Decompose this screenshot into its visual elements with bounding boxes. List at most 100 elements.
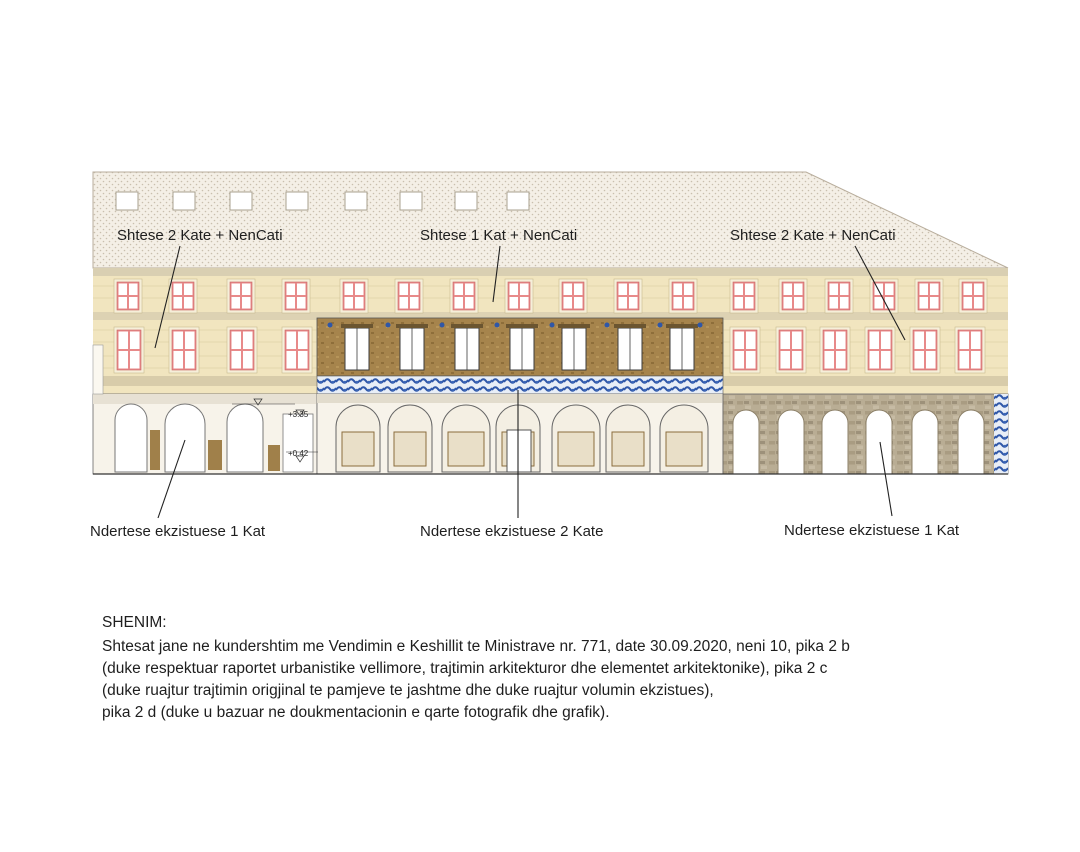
window-pane [118, 297, 127, 309]
window-pane [783, 297, 792, 309]
window-pane [734, 283, 743, 295]
window-pane [930, 297, 939, 309]
window-pane [824, 331, 834, 349]
window-pane [971, 351, 981, 369]
window-pane [836, 331, 846, 349]
window-pane [629, 297, 638, 309]
window-pane [885, 283, 894, 295]
window-pane [410, 283, 419, 295]
facade-elevation-drawing: +3.35 +0.42 Shtese 2 Kate + NenCati Shte… [90, 171, 1009, 540]
window-pane [243, 331, 253, 349]
window-pane [465, 297, 474, 309]
window-pane [454, 297, 463, 309]
label-existing-left: Ndertese ekzistuese 1 Kat [90, 523, 266, 540]
window-pane [824, 351, 834, 369]
label-existing-center: Ndertese ekzistuese 2 Kate [420, 523, 603, 540]
central-window-lintel [558, 324, 590, 328]
central-door [506, 429, 532, 473]
window-pane [231, 351, 241, 369]
window-pane [881, 351, 891, 369]
window-pane [783, 283, 792, 295]
window-pane [563, 297, 572, 309]
arch-infill [393, 431, 427, 467]
label-addition-center: Shtese 1 Kat + NenCati [420, 227, 577, 244]
window-pane [869, 331, 879, 349]
ornament [604, 322, 610, 328]
window-pane [118, 283, 127, 295]
ground-floor-center [316, 393, 724, 475]
window-pane [286, 297, 295, 309]
window-pane [919, 283, 928, 295]
window-pane [509, 283, 518, 295]
window-pane [355, 283, 364, 295]
window-pane [298, 331, 308, 349]
window-pane [840, 297, 849, 309]
level-markers: +3.35 +0.42 [232, 398, 318, 463]
window-pane [746, 331, 756, 349]
roof-skylight [172, 191, 196, 211]
window-pane [173, 297, 182, 309]
window-pane [792, 351, 802, 369]
window-pane [410, 297, 419, 309]
label-existing-right: Ndertese ekzistuese 1 Kat [784, 522, 960, 539]
arch [114, 403, 148, 473]
roof-skylight [506, 191, 530, 211]
label-addition-right: Shtese 2 Kate + NenCati [730, 227, 896, 244]
roof [92, 171, 1009, 269]
window-pane [129, 297, 138, 309]
arch [732, 409, 760, 475]
note-block: SHENIM: Shtesat jane ne kundershtim me V… [102, 612, 1022, 724]
leader-lines [154, 245, 906, 519]
window-pane [399, 283, 408, 295]
door [282, 413, 314, 473]
window-pane [231, 331, 241, 349]
window-pane [734, 331, 744, 349]
window-pane [563, 283, 572, 295]
window-pane [344, 297, 353, 309]
window-pane [684, 283, 693, 295]
window-pane [971, 331, 981, 349]
window-pane [355, 297, 364, 309]
window-pane [963, 297, 972, 309]
window-pane [684, 297, 693, 309]
window-pane [974, 297, 983, 309]
window-pane [574, 283, 583, 295]
window-pane [286, 351, 296, 369]
window-pane [509, 297, 518, 309]
arch-infill [665, 431, 703, 467]
window-pane [465, 283, 474, 295]
window-pane [629, 283, 638, 295]
arch [911, 409, 939, 475]
window-pane [618, 297, 627, 309]
arch-infill [341, 431, 375, 467]
roof-skylight [344, 191, 368, 211]
window-pane [780, 351, 790, 369]
roof-skylight [115, 191, 139, 211]
window-pane [974, 283, 983, 295]
arch-infill [611, 431, 645, 467]
window-pane [118, 351, 128, 369]
level-marker-lower: +0.42 [288, 449, 309, 458]
window-pane [173, 331, 183, 349]
window-pane [914, 331, 924, 349]
ornament [494, 322, 500, 328]
window-pane [129, 283, 138, 295]
window-pane [231, 297, 240, 309]
roof-skylight [454, 191, 478, 211]
window-pane [963, 283, 972, 295]
window-pane [173, 283, 182, 295]
note-heading: SHENIM: [102, 614, 167, 631]
pier-damage [208, 440, 222, 470]
ground-floor-left [92, 393, 318, 475]
window-pane [840, 283, 849, 295]
central-window-lintel [396, 324, 428, 328]
window-pane [926, 351, 936, 369]
ornament [657, 322, 663, 328]
window-pane [914, 351, 924, 369]
window-pane [297, 283, 306, 295]
window-pane [829, 297, 838, 309]
arch [821, 409, 849, 475]
note-line-4: pika 2 d (duke u bazuar ne doukmentacion… [102, 704, 610, 721]
window-pane [130, 351, 140, 369]
roof-skylight [285, 191, 309, 211]
